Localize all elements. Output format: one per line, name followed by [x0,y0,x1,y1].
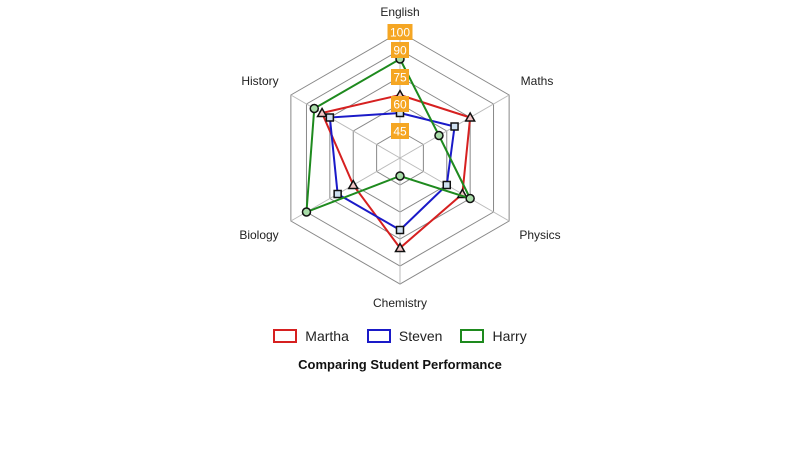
axis-spoke [290,94,401,159]
tick-labels: 45 60 75 90 100 [387,24,413,139]
legend-swatch-harry [460,329,485,343]
axis-label-chemistry: Chemistry [373,296,427,310]
tick-label-bg [391,42,409,58]
legend-item-martha[interactable]: Martha [273,328,349,344]
triangle-marker-icon[interactable] [316,106,328,118]
axis-label-biology: Biology [239,228,278,242]
square-marker-icon[interactable] [450,122,459,131]
square-marker-icon[interactable] [442,180,452,190]
square-marker-icon[interactable] [395,225,405,235]
legend-item-harry[interactable]: Harry [460,328,527,344]
square-marker-icon[interactable] [325,113,335,122]
triangle-marker-icon[interactable] [347,178,360,190]
tick-label-bg [391,123,409,139]
tick-label-bg [391,96,409,112]
radar-series [301,54,476,253]
tick-label: 45 [393,125,407,139]
axis-label-history: History [241,74,278,88]
circle-marker-icon[interactable] [301,207,312,217]
circle-marker-icon[interactable] [434,130,444,141]
circle-marker-icon[interactable] [395,171,405,181]
axis-label-physics: Physics [519,228,560,242]
legend: Martha Steven Harry [0,328,800,344]
axis-spoke [399,157,510,222]
circle-marker-icon[interactable] [309,103,320,114]
tick-label: 100 [390,26,410,40]
axis-label-maths: Maths [521,74,554,88]
legend-label: Martha [305,328,349,344]
legend-label: Steven [398,328,443,344]
tick-label: 75 [393,71,407,85]
triangle-marker-icon[interactable] [464,111,476,122]
legend-label: Harry [492,328,527,344]
legend-swatch-martha [273,329,298,343]
square-marker-icon[interactable] [333,189,342,199]
triangle-marker-icon[interactable] [394,241,406,253]
axis-label-english: English [380,5,419,19]
tick-label: 60 [393,98,407,112]
tick-label: 90 [393,44,407,58]
legend-swatch-steven [366,329,391,343]
tick-label-bg [387,24,413,40]
tick-label-bg [391,69,409,85]
circle-marker-icon[interactable] [465,193,475,204]
legend-item-steven[interactable]: Steven [366,328,443,344]
chart-title: Comparing Student Performance [298,357,502,372]
